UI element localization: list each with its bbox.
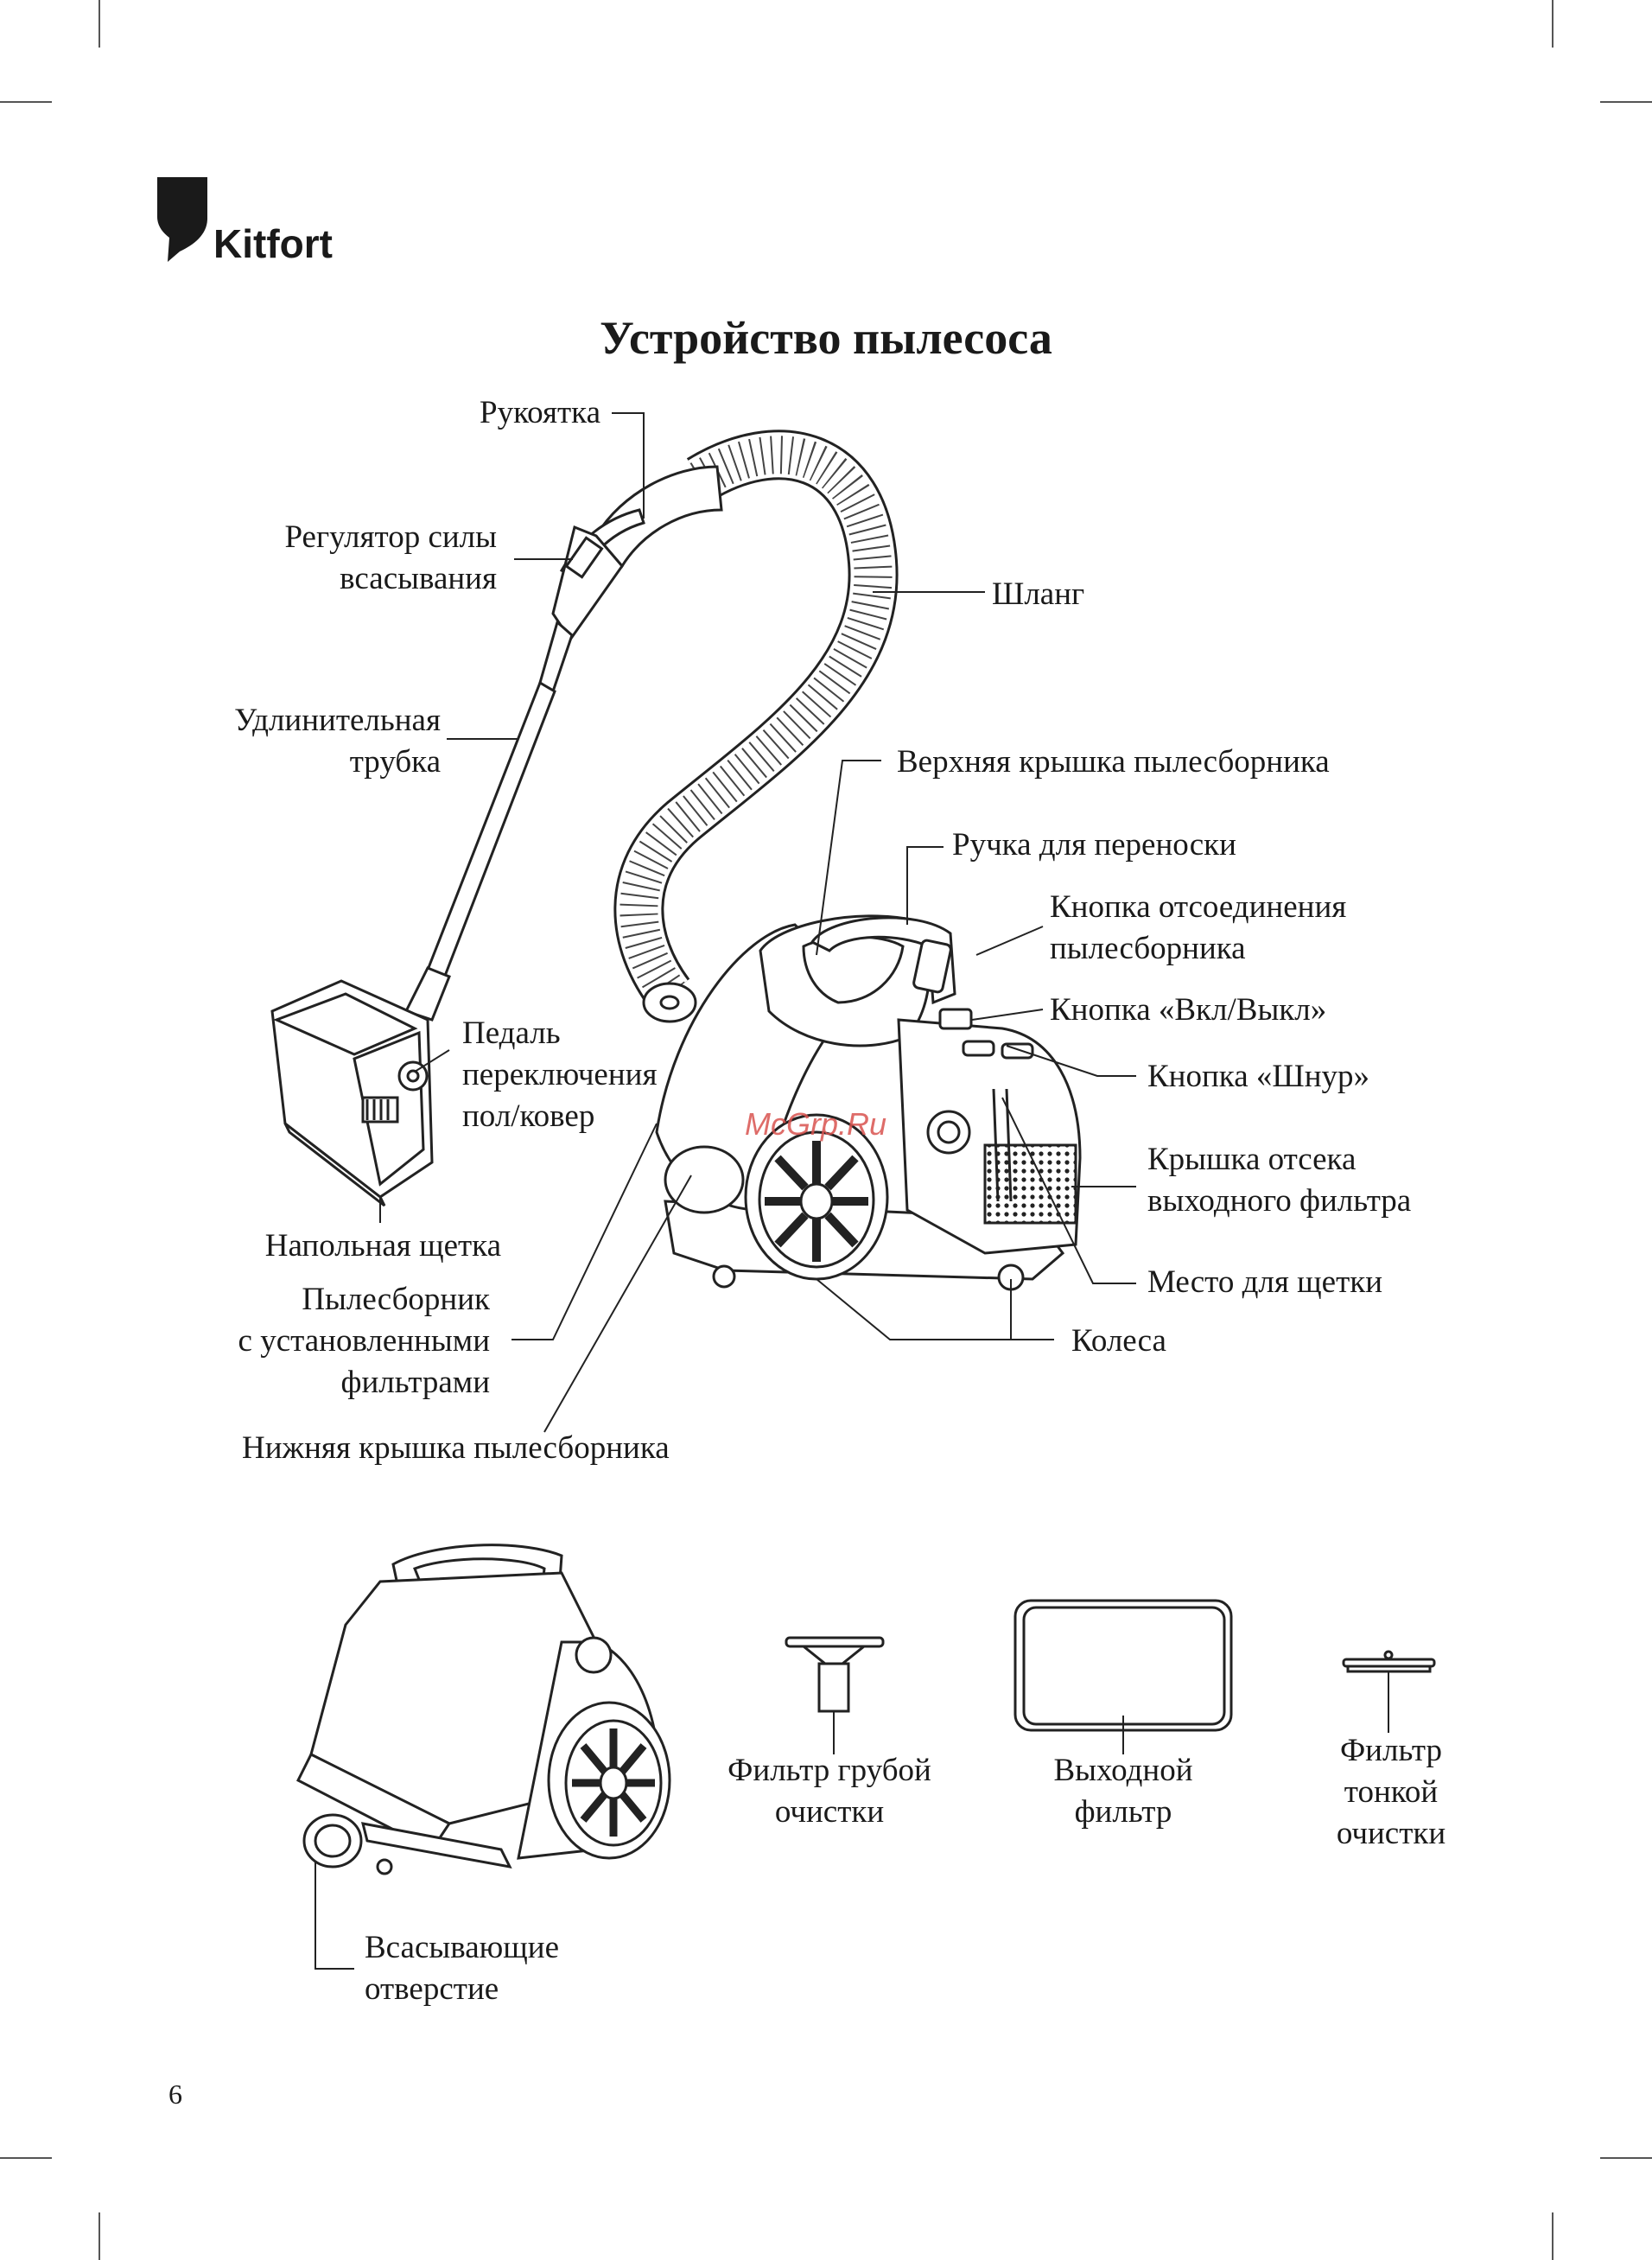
label-suction-opening-1: Всасывающие (365, 1930, 560, 1965)
label-fine-filter-2: тонкой (1344, 1774, 1439, 1810)
page-number: 6 (168, 2079, 182, 2110)
vacuum-body-drawing (655, 914, 1082, 1291)
label-cord-button: Кнопка «Шнур» (1147, 1059, 1369, 1094)
label-extension-tube-1: Удлинительная (234, 703, 441, 738)
label-coarse-filter-1: Фильтр грубой (728, 1753, 931, 1788)
label-bottom-cover: Нижняя крышка пылесборника (242, 1430, 670, 1466)
label-outlet-cover-2: выходного фильтра (1147, 1183, 1412, 1219)
watermark: McGrp.Ru (745, 1106, 887, 1142)
floor-brush-drawing (270, 979, 434, 1207)
fine-filter-drawing (1342, 1650, 1436, 1733)
brand-name: Kitfort (213, 221, 333, 266)
label-hose: Шланг (992, 576, 1085, 612)
label-fine-filter-3: очистки (1336, 1816, 1446, 1851)
vacuum-front-view-drawing (295, 1544, 671, 1970)
label-outlet-filter-1: Выходной (1053, 1753, 1193, 1788)
handle-tube-drawing (403, 465, 723, 1022)
label-carry-handle: Ручка для переноски (952, 827, 1236, 863)
label-dust-container-1: Пылесборник (302, 1282, 490, 1317)
label-release-button-2: пылесборника (1050, 931, 1246, 966)
label-top-cover: Верхняя крышка пылесборника (897, 744, 1330, 780)
label-wheels: Колеса (1071, 1323, 1166, 1359)
kitfort-logo-icon (157, 177, 207, 262)
label-outlet-filter-2: фильтр (1074, 1794, 1172, 1830)
label-dust-container-3: фильтрами (340, 1365, 490, 1400)
label-pedal-2: переключения (462, 1057, 658, 1092)
leader-lines (379, 412, 1136, 1433)
label-outlet-cover-1: Крышка отсека (1147, 1142, 1357, 1177)
outlet-filter-drawing (1013, 1599, 1233, 1754)
label-suction-regulator-1: Регулятор силы (284, 519, 497, 555)
label-coarse-filter-2: очистки (774, 1794, 885, 1830)
coarse-filter-drawing (785, 1636, 885, 1754)
label-handle: Рукоятка (480, 395, 600, 430)
hose-drawing (613, 430, 899, 1023)
label-brush-place: Место для щетки (1147, 1264, 1383, 1300)
label-pedal-3: пол/ковер (462, 1098, 595, 1134)
page-title: Устройство пылесоса (600, 312, 1052, 364)
label-suction-opening-2: отверстие (365, 1971, 499, 2007)
label-suction-regulator-2: всасывания (340, 561, 497, 596)
label-pedal-1: Педаль (462, 1015, 561, 1051)
label-release-button-1: Кнопка отсоединения (1050, 889, 1347, 925)
label-floor-brush: Напольная щетка (264, 1228, 501, 1264)
label-power-button: Кнопка «Вкл/Выкл» (1050, 992, 1327, 1028)
label-dust-container-2: с установленными (238, 1323, 490, 1359)
label-fine-filter-1: Фильтр (1339, 1733, 1443, 1768)
label-extension-tube-2: трубка (349, 744, 441, 780)
